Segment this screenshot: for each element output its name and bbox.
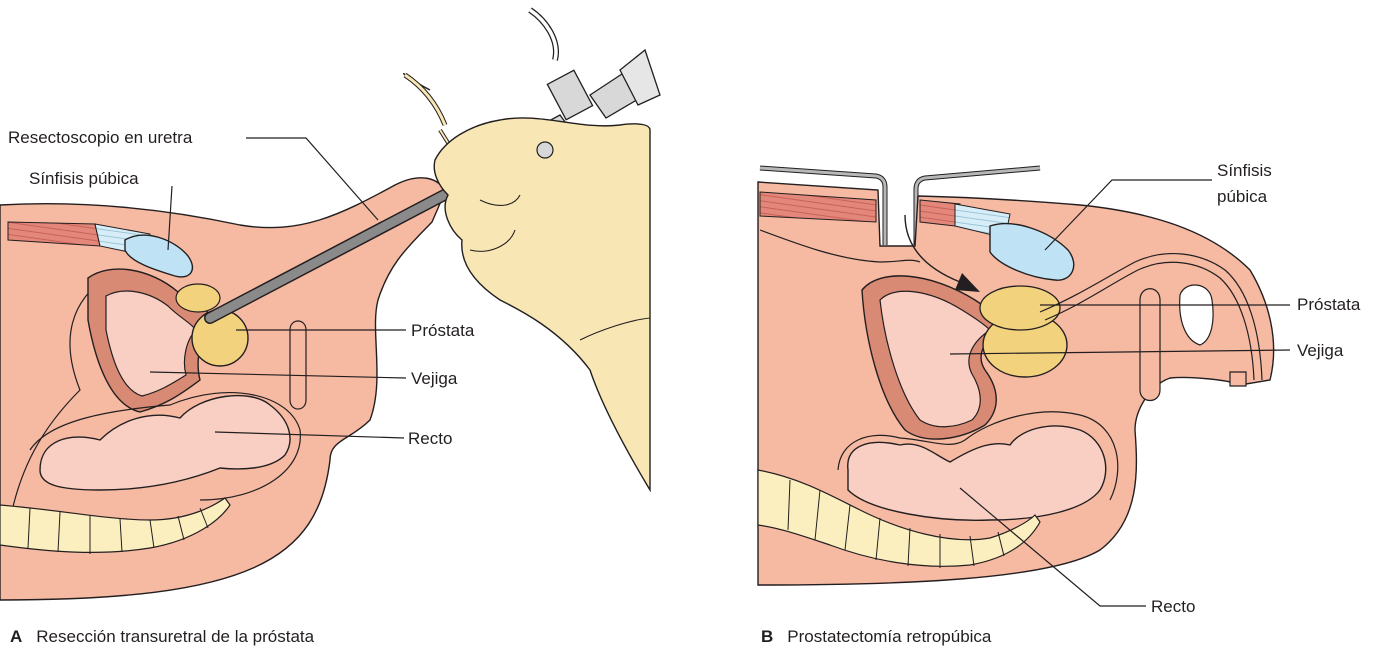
caption-b-letter: B <box>761 627 773 646</box>
panel-b <box>758 168 1290 606</box>
label-b-prostate: Próstata <box>1297 294 1360 316</box>
caption-b: B Prostatectomía retropúbica <box>761 626 991 648</box>
label-b-rectum: Recto <box>1151 596 1195 618</box>
caption-b-text: Prostatectomía retropúbica <box>787 627 991 646</box>
label-a-pubic-symphysis: Sínfisis púbica <box>29 168 139 190</box>
label-b-pubic-symphysis-line1: Sínfisis <box>1217 160 1272 182</box>
label-a-prostate: Próstata <box>411 320 474 342</box>
label-b-pubic-symphysis-line2: púbica <box>1217 186 1272 208</box>
panel-a-gloved-hand <box>434 118 650 490</box>
panel-a <box>0 10 660 600</box>
caption-a-text: Resección transuretral de la próstata <box>36 627 314 646</box>
label-a-bladder: Vejiga <box>411 368 457 390</box>
label-a-resectoscope: Resectoscopio en uretra <box>8 127 192 149</box>
label-a-rectum: Recto <box>408 428 452 450</box>
caption-a-letter: A <box>10 627 22 646</box>
label-b-pubic-symphysis: Sínfisis púbica <box>1217 160 1272 208</box>
label-b-bladder: Vejiga <box>1297 340 1343 362</box>
caption-a: A Resección transuretral de la próstata <box>10 626 314 648</box>
